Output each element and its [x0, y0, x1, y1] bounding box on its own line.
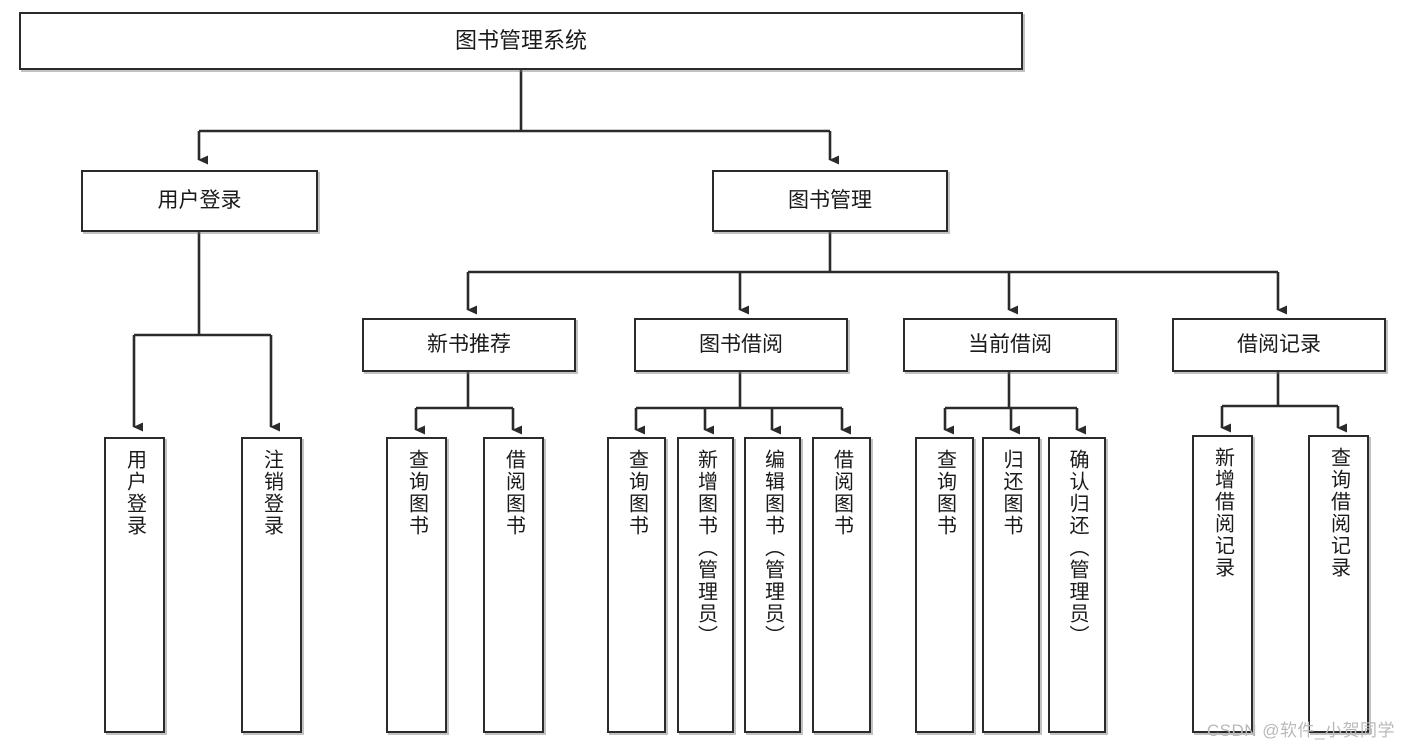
node-book-borrow-label: 图书借阅: [699, 332, 783, 356]
leaf-confirm-return-label: 确认归还（管理员）: [1066, 449, 1088, 647]
node-root-label: 图书管理系统: [454, 28, 587, 54]
node-new-book-recommend-label: 新书推荐: [427, 332, 511, 356]
leaf-add-book-label: 新增图书（管理员）: [694, 449, 717, 647]
leaf-query-book-1[interactable]: 查询图书: [386, 437, 447, 733]
leaf-query-book-3[interactable]: 查询图书: [915, 437, 974, 733]
node-root[interactable]: 图书管理系统: [19, 12, 1023, 70]
leaf-borrow-book-1[interactable]: 借阅图书: [483, 437, 544, 733]
leaf-add-record[interactable]: 新增借阅记录: [1192, 435, 1253, 733]
leaf-user-login-label: 用户登录: [123, 449, 146, 537]
leaf-return-book[interactable]: 归还图书: [982, 437, 1040, 733]
leaf-query-book-2-label: 查询图书: [625, 449, 648, 537]
node-new-book-recommend[interactable]: 新书推荐: [362, 318, 576, 372]
leaf-edit-book[interactable]: 编辑图书（管理员）: [744, 437, 801, 733]
node-current-borrow-label: 当前借阅: [968, 332, 1052, 356]
node-borrow-record[interactable]: 借阅记录: [1172, 318, 1386, 372]
node-user-login-label: 用户登录: [157, 188, 242, 212]
node-user-login[interactable]: 用户登录: [81, 170, 318, 232]
leaf-query-record-label: 查询借阅记录: [1327, 447, 1350, 579]
leaf-borrow-book-1-label: 借阅图书: [502, 449, 525, 537]
leaf-return-book-label: 归还图书: [1000, 449, 1022, 537]
leaf-logout[interactable]: 注销登录: [241, 437, 302, 733]
leaf-edit-book-label: 编辑图书（管理员）: [761, 449, 784, 647]
node-book-manage-label: 图书管理: [788, 188, 872, 212]
leaf-query-book-2[interactable]: 查询图书: [607, 437, 666, 733]
node-borrow-record-label: 借阅记录: [1237, 332, 1321, 356]
csdn-watermark: CSDN @软件_小贺同学: [1206, 721, 1395, 740]
leaf-borrow-book-2-label: 借阅图书: [830, 449, 853, 537]
leaf-query-book-3-label: 查询图书: [933, 449, 956, 537]
node-current-borrow[interactable]: 当前借阅: [903, 318, 1117, 372]
leaf-borrow-book-2[interactable]: 借阅图书: [812, 437, 871, 733]
leaf-add-record-label: 新增借阅记录: [1211, 447, 1234, 579]
leaf-confirm-return[interactable]: 确认归还（管理员）: [1048, 437, 1106, 733]
node-book-borrow[interactable]: 图书借阅: [634, 318, 848, 372]
leaf-query-book-1-label: 查询图书: [405, 449, 428, 537]
leaf-query-record[interactable]: 查询借阅记录: [1308, 435, 1369, 733]
leaf-add-book[interactable]: 新增图书（管理员）: [677, 437, 734, 733]
node-book-manage[interactable]: 图书管理: [712, 170, 948, 232]
leaf-user-login[interactable]: 用户登录: [104, 437, 165, 733]
leaf-logout-label: 注销登录: [260, 449, 283, 537]
